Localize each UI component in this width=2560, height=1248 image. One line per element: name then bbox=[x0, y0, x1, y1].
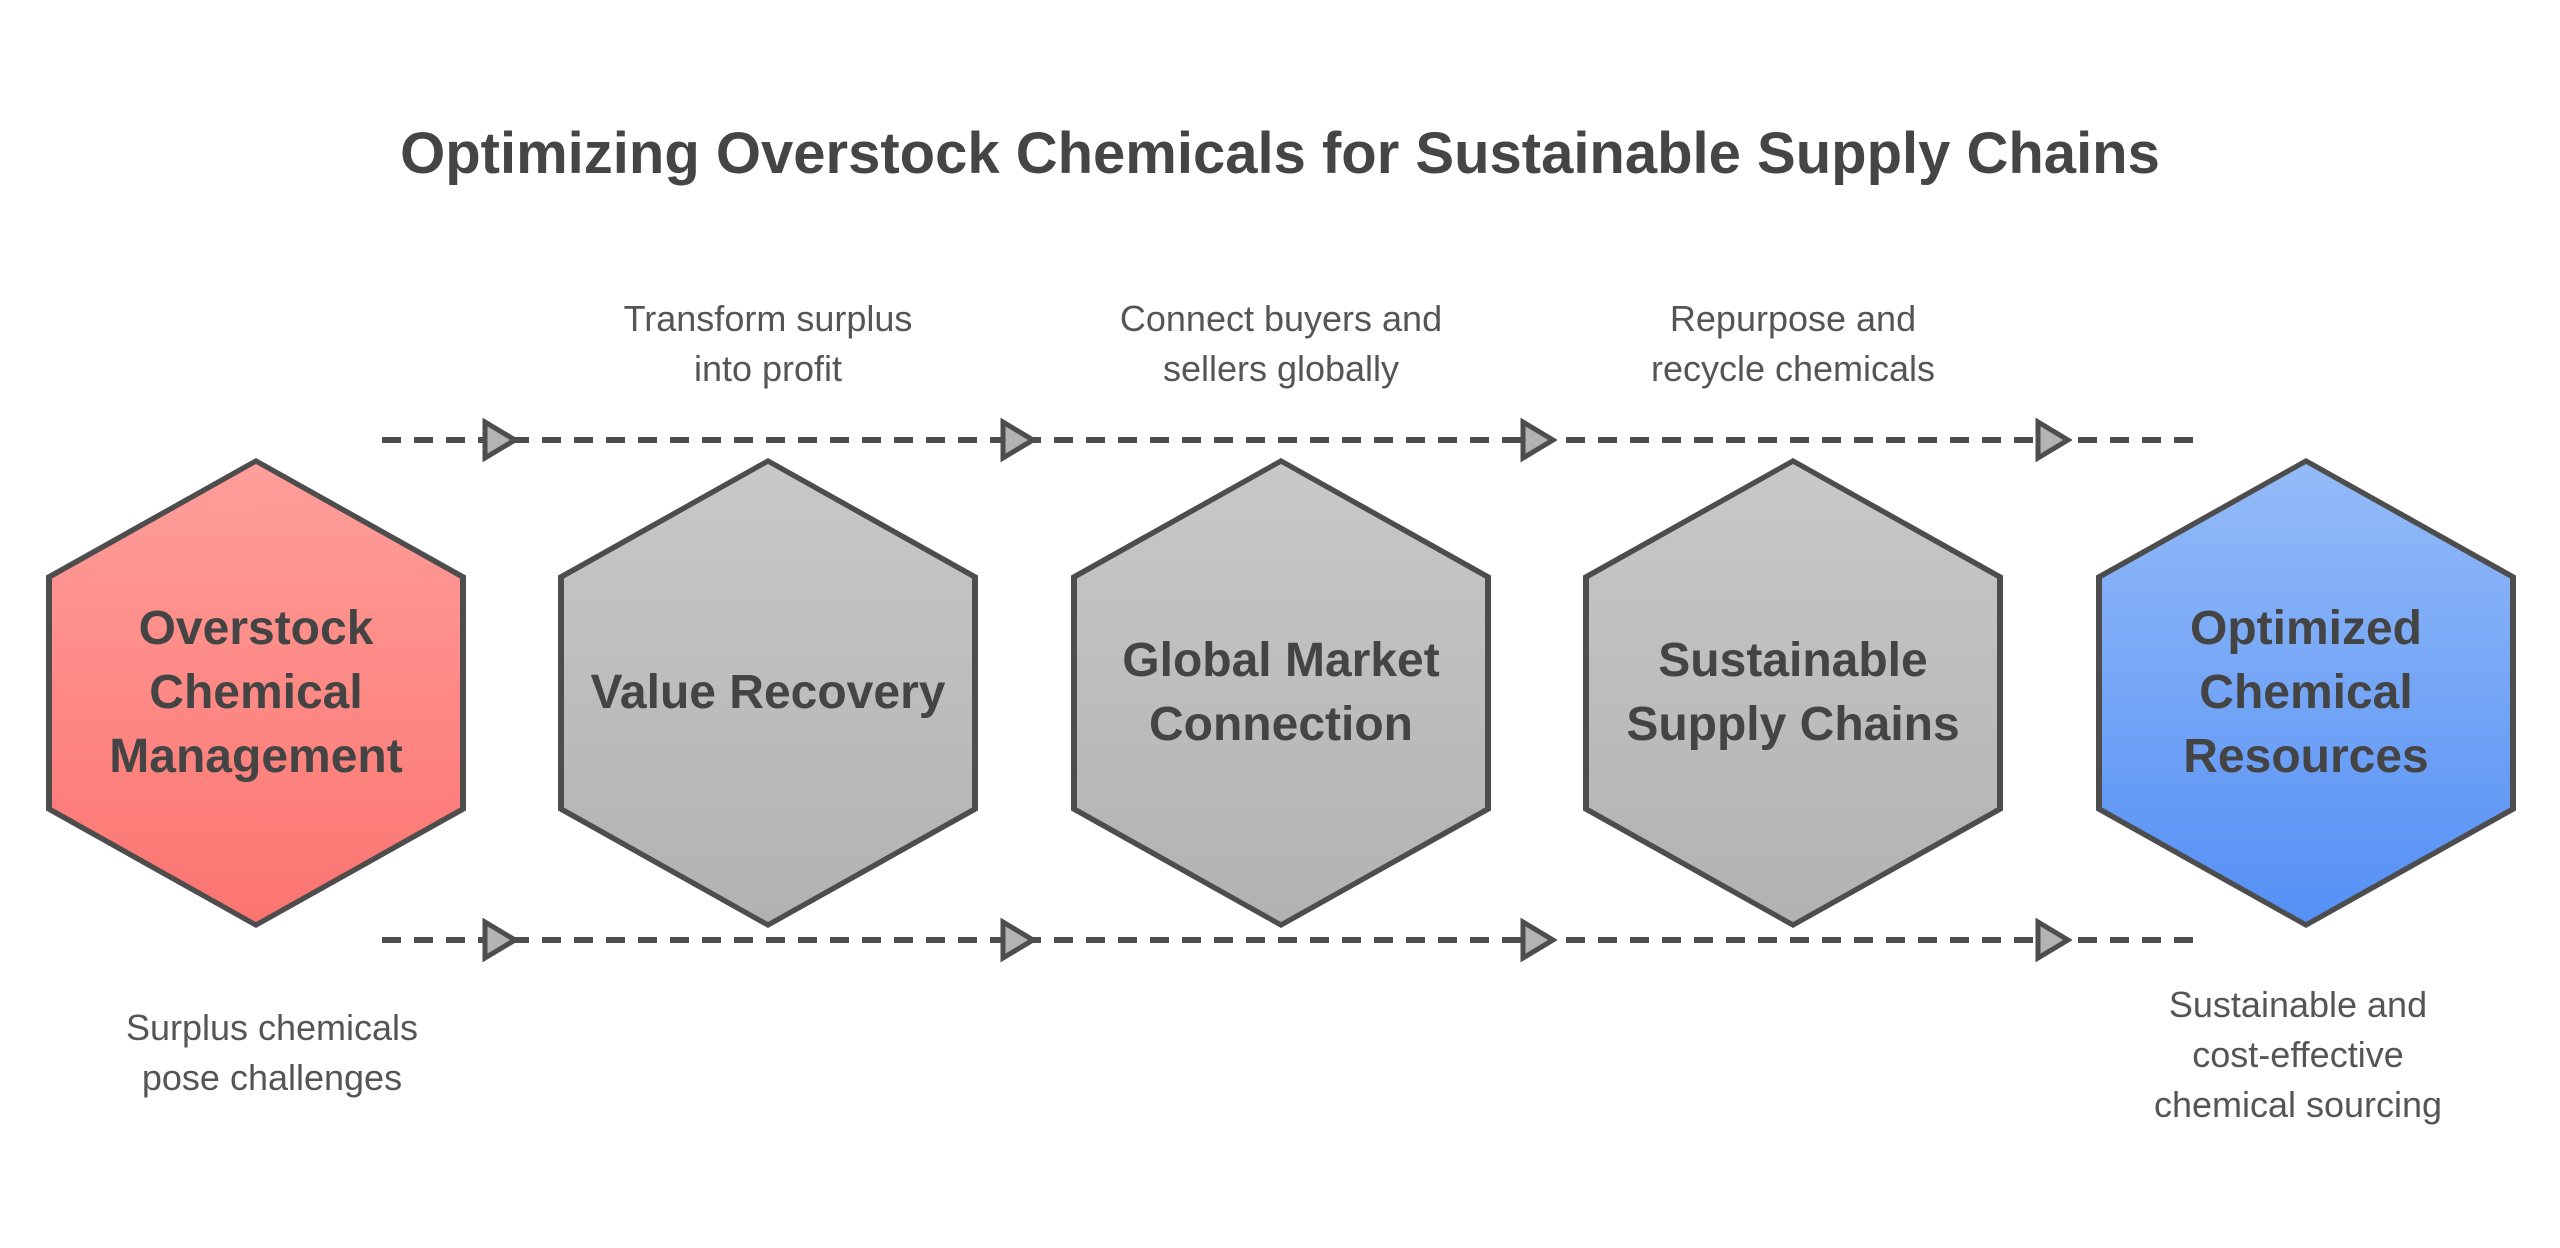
diagram-title: Optimizing Overstock Chemicals for Susta… bbox=[400, 121, 2160, 186]
hexagon-optimized-chemical-resources: Optimized Chemical Resources bbox=[2096, 458, 2516, 928]
bottom-flow-dashed-line bbox=[382, 937, 2200, 943]
hexagon-global-market-connection: Global Market Connection bbox=[1071, 458, 1491, 928]
arrowhead-icon bbox=[1520, 417, 1557, 463]
hexagon-label: Optimized Chemical Resources bbox=[2183, 602, 2429, 783]
arrowhead-icon bbox=[482, 417, 519, 463]
hexagon-overstock-chemical-management: Overstock Chemical Management bbox=[46, 458, 466, 928]
arrowhead-icon bbox=[2035, 917, 2072, 963]
hexagon-label: Sustainable Supply Chains bbox=[1626, 634, 1960, 751]
arrowhead-icon bbox=[1000, 417, 1037, 463]
arrowhead-icon bbox=[1520, 917, 1557, 963]
flow-label-connect-buyers: Connect buyers and sellers globally bbox=[1119, 298, 1443, 389]
flow-label-transform-surplus: Transform surplus into profit bbox=[623, 298, 913, 389]
arrowhead-icon bbox=[1000, 917, 1037, 963]
top-flow-dashed-line bbox=[382, 437, 2200, 443]
hexagon-label: Global Market Connection bbox=[1122, 634, 1440, 751]
hexagon-label: Value Recovery bbox=[590, 666, 946, 719]
caption-end: Sustainable and cost-effective chemical … bbox=[2153, 984, 2443, 1125]
caption-start: Surplus chemicals pose challenges bbox=[125, 1007, 419, 1098]
hexagon-value-recovery: Value Recovery bbox=[558, 458, 978, 928]
hexagon-label: Overstock Chemical Management bbox=[109, 602, 403, 783]
arrowhead-icon bbox=[482, 917, 519, 963]
hexagon-sustainable-supply-chains: Sustainable Supply Chains bbox=[1583, 458, 2003, 928]
arrowhead-icon bbox=[2035, 417, 2072, 463]
flow-label-repurpose-recycle: Repurpose and recycle chemicals bbox=[1650, 298, 1936, 389]
